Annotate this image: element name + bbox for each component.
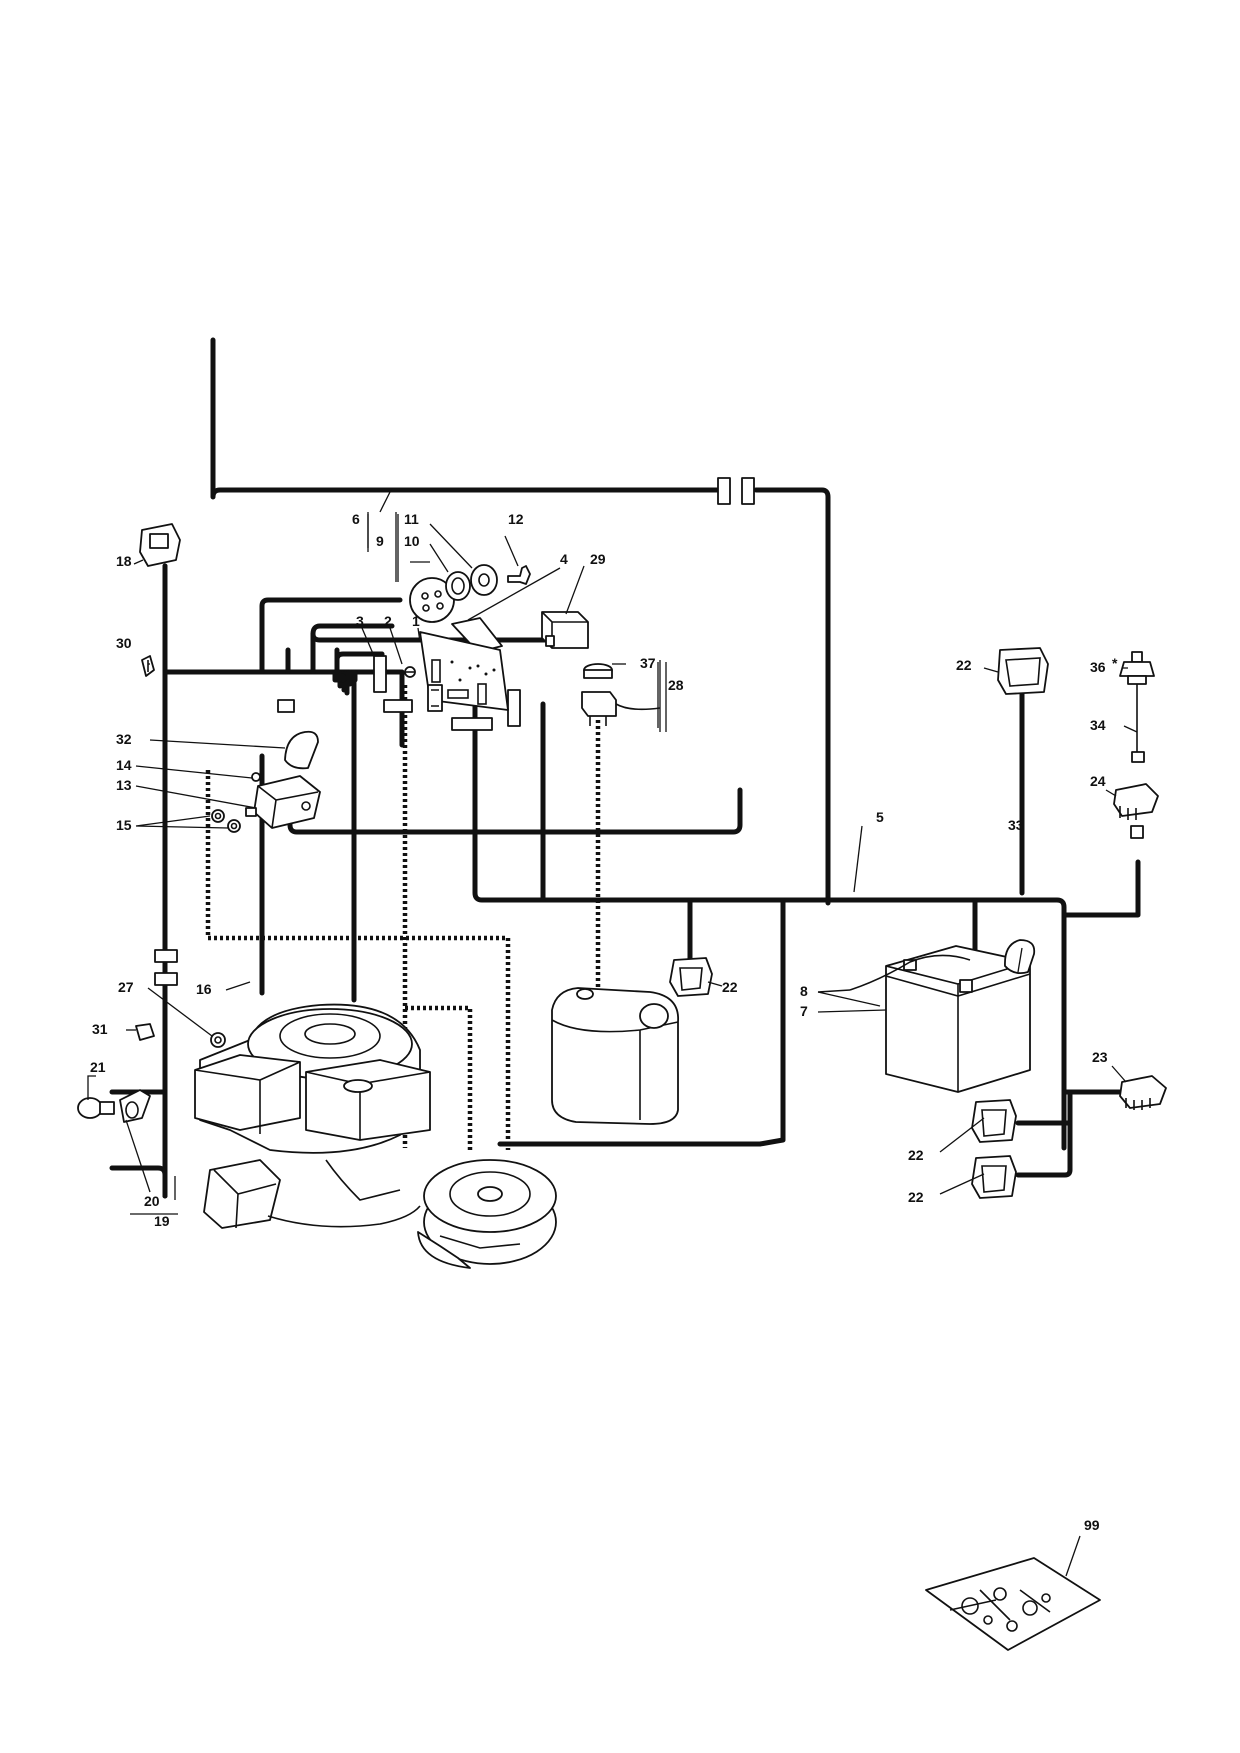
- callout-16: 16: [196, 981, 212, 997]
- clip-31-icon: [135, 1023, 155, 1041]
- clip-30-icon: [141, 655, 155, 677]
- callout-30: 30: [116, 635, 132, 651]
- callout-14: 14: [116, 757, 132, 773]
- relay-29-icon: [541, 611, 589, 649]
- screw-14-icon: [251, 772, 261, 782]
- callout-33: 33: [1008, 817, 1024, 833]
- callout-7: 7: [800, 1003, 808, 1019]
- parts-bag-icon: [925, 1557, 1101, 1651]
- solenoid-13-icon: [245, 775, 321, 829]
- asterisk-mark: *: [1112, 655, 1118, 671]
- callout-29: 29: [590, 551, 606, 567]
- callout-numbers: 1 2 3 4 5 6 7 8 9 10 11 12 13 14 15 16 1…: [90, 511, 1118, 1533]
- callout-3: 3: [356, 613, 364, 629]
- sensor-36-icon: [1119, 651, 1155, 763]
- callout-99: 99: [1084, 1517, 1100, 1533]
- callout-34: 34: [1090, 717, 1106, 733]
- callout-13: 13: [116, 777, 132, 793]
- callout-8: 8: [800, 983, 808, 999]
- callout-18: 18: [116, 553, 132, 569]
- callout-6: 6: [352, 511, 360, 527]
- ignition-key-icon: [409, 564, 531, 623]
- callout-32: 32: [116, 731, 132, 747]
- inline-connectors: [154, 477, 755, 986]
- clutch-icon: [417, 1159, 557, 1269]
- connector-23-icon: [1119, 1075, 1167, 1110]
- callout-22-low1: 22: [908, 1147, 924, 1163]
- callout-22-mid: 22: [722, 979, 738, 995]
- engine-icon: [194, 1003, 431, 1229]
- callout-24: 24: [1090, 773, 1106, 789]
- callout-20: 20: [144, 1193, 160, 1209]
- cap-33-icon: [1004, 939, 1036, 975]
- switch-22-low2-icon: [971, 1155, 1017, 1199]
- callout-4: 4: [560, 551, 568, 567]
- connector-24-icon: [1113, 783, 1159, 839]
- group-brackets: [130, 514, 661, 1215]
- switch-22-mid-icon: [669, 957, 713, 997]
- callout-1: 1: [412, 613, 420, 629]
- callout-21: 21: [90, 1059, 106, 1075]
- nut-15-icon: [211, 809, 241, 833]
- callout-2: 2: [384, 613, 392, 629]
- callout-22-low2: 22: [908, 1189, 924, 1205]
- switch-18-icon: [139, 523, 181, 567]
- callout-5: 5: [876, 809, 884, 825]
- callout-9: 9: [376, 533, 384, 549]
- callout-28: 28: [668, 677, 684, 693]
- screw-2-icon: [404, 666, 416, 678]
- callout-19: 19: [154, 1213, 170, 1229]
- callout-15: 15: [116, 817, 132, 833]
- callout-12: 12: [508, 511, 524, 527]
- callout-37: 37: [640, 655, 656, 671]
- fuel-tank-icon: [551, 987, 679, 1125]
- callout-36: 36: [1090, 659, 1106, 675]
- switch-28-icon: [581, 663, 661, 726]
- callout-31: 31: [92, 1021, 108, 1037]
- callout-10: 10: [404, 533, 420, 549]
- callout-27: 27: [118, 979, 134, 995]
- leader-lines: [87, 487, 1138, 1577]
- callout-11: 11: [404, 511, 419, 527]
- bulb-21-icon: [77, 1097, 115, 1119]
- socket-20-icon: [119, 1089, 151, 1123]
- callout-23: 23: [1092, 1049, 1108, 1065]
- battery-icon: [817, 945, 1031, 1093]
- switch-22-low1-icon: [971, 1099, 1017, 1143]
- nut-27-icon: [210, 1032, 226, 1048]
- callout-22-top: 22: [956, 657, 972, 673]
- switch-22-top-icon: [997, 647, 1049, 695]
- cap-32-icon: [284, 730, 319, 770]
- fuse-3-icon: [427, 684, 443, 712]
